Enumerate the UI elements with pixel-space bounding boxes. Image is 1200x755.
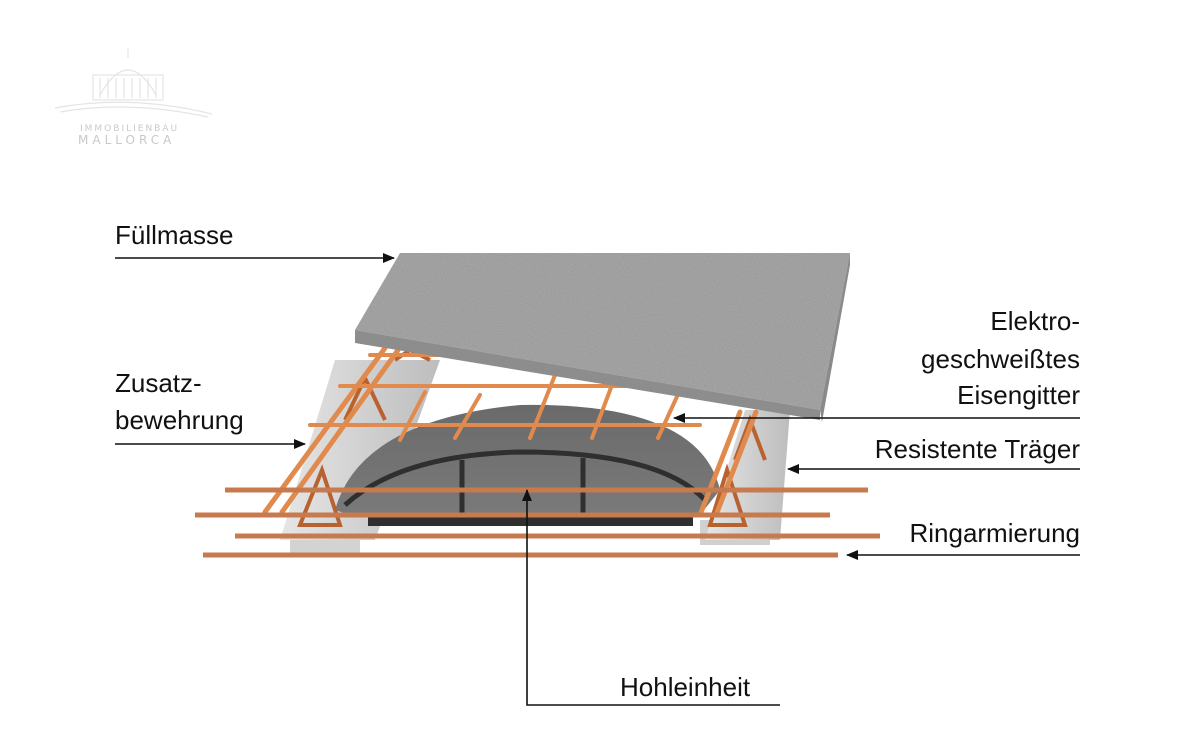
concrete-slab: [355, 253, 850, 422]
leader-lines: [115, 253, 1080, 706]
hollow-unit: [335, 404, 720, 526]
logo-line-1: IMMOBILIENBAU: [80, 124, 180, 134]
company-logo: [54, 48, 213, 118]
label-elektro-line1: Elektro-: [990, 306, 1080, 336]
logo-line-2: MALLORCA: [78, 133, 176, 147]
label-hohleinheit: Hohleinheit: [620, 672, 751, 702]
label-zusatz-line1: Zusatz-: [115, 368, 202, 398]
label-ringarmierung: Ringarmierung: [909, 518, 1080, 548]
additional-reinforcement-bars: [262, 345, 759, 518]
label-elektro-line2: geschweißtes: [921, 344, 1080, 374]
ring-reinforcement: [195, 487, 880, 558]
leader-hohleinheit: [522, 489, 780, 706]
welded-mesh: [308, 353, 702, 442]
label-zusatz-line2: bewehrung: [115, 405, 244, 435]
label-fuellmasse: Füllmasse: [115, 220, 234, 250]
label-elektro-line3: Eisengitter: [957, 380, 1080, 410]
label-resistente-traeger: Resistente Träger: [874, 434, 1080, 464]
